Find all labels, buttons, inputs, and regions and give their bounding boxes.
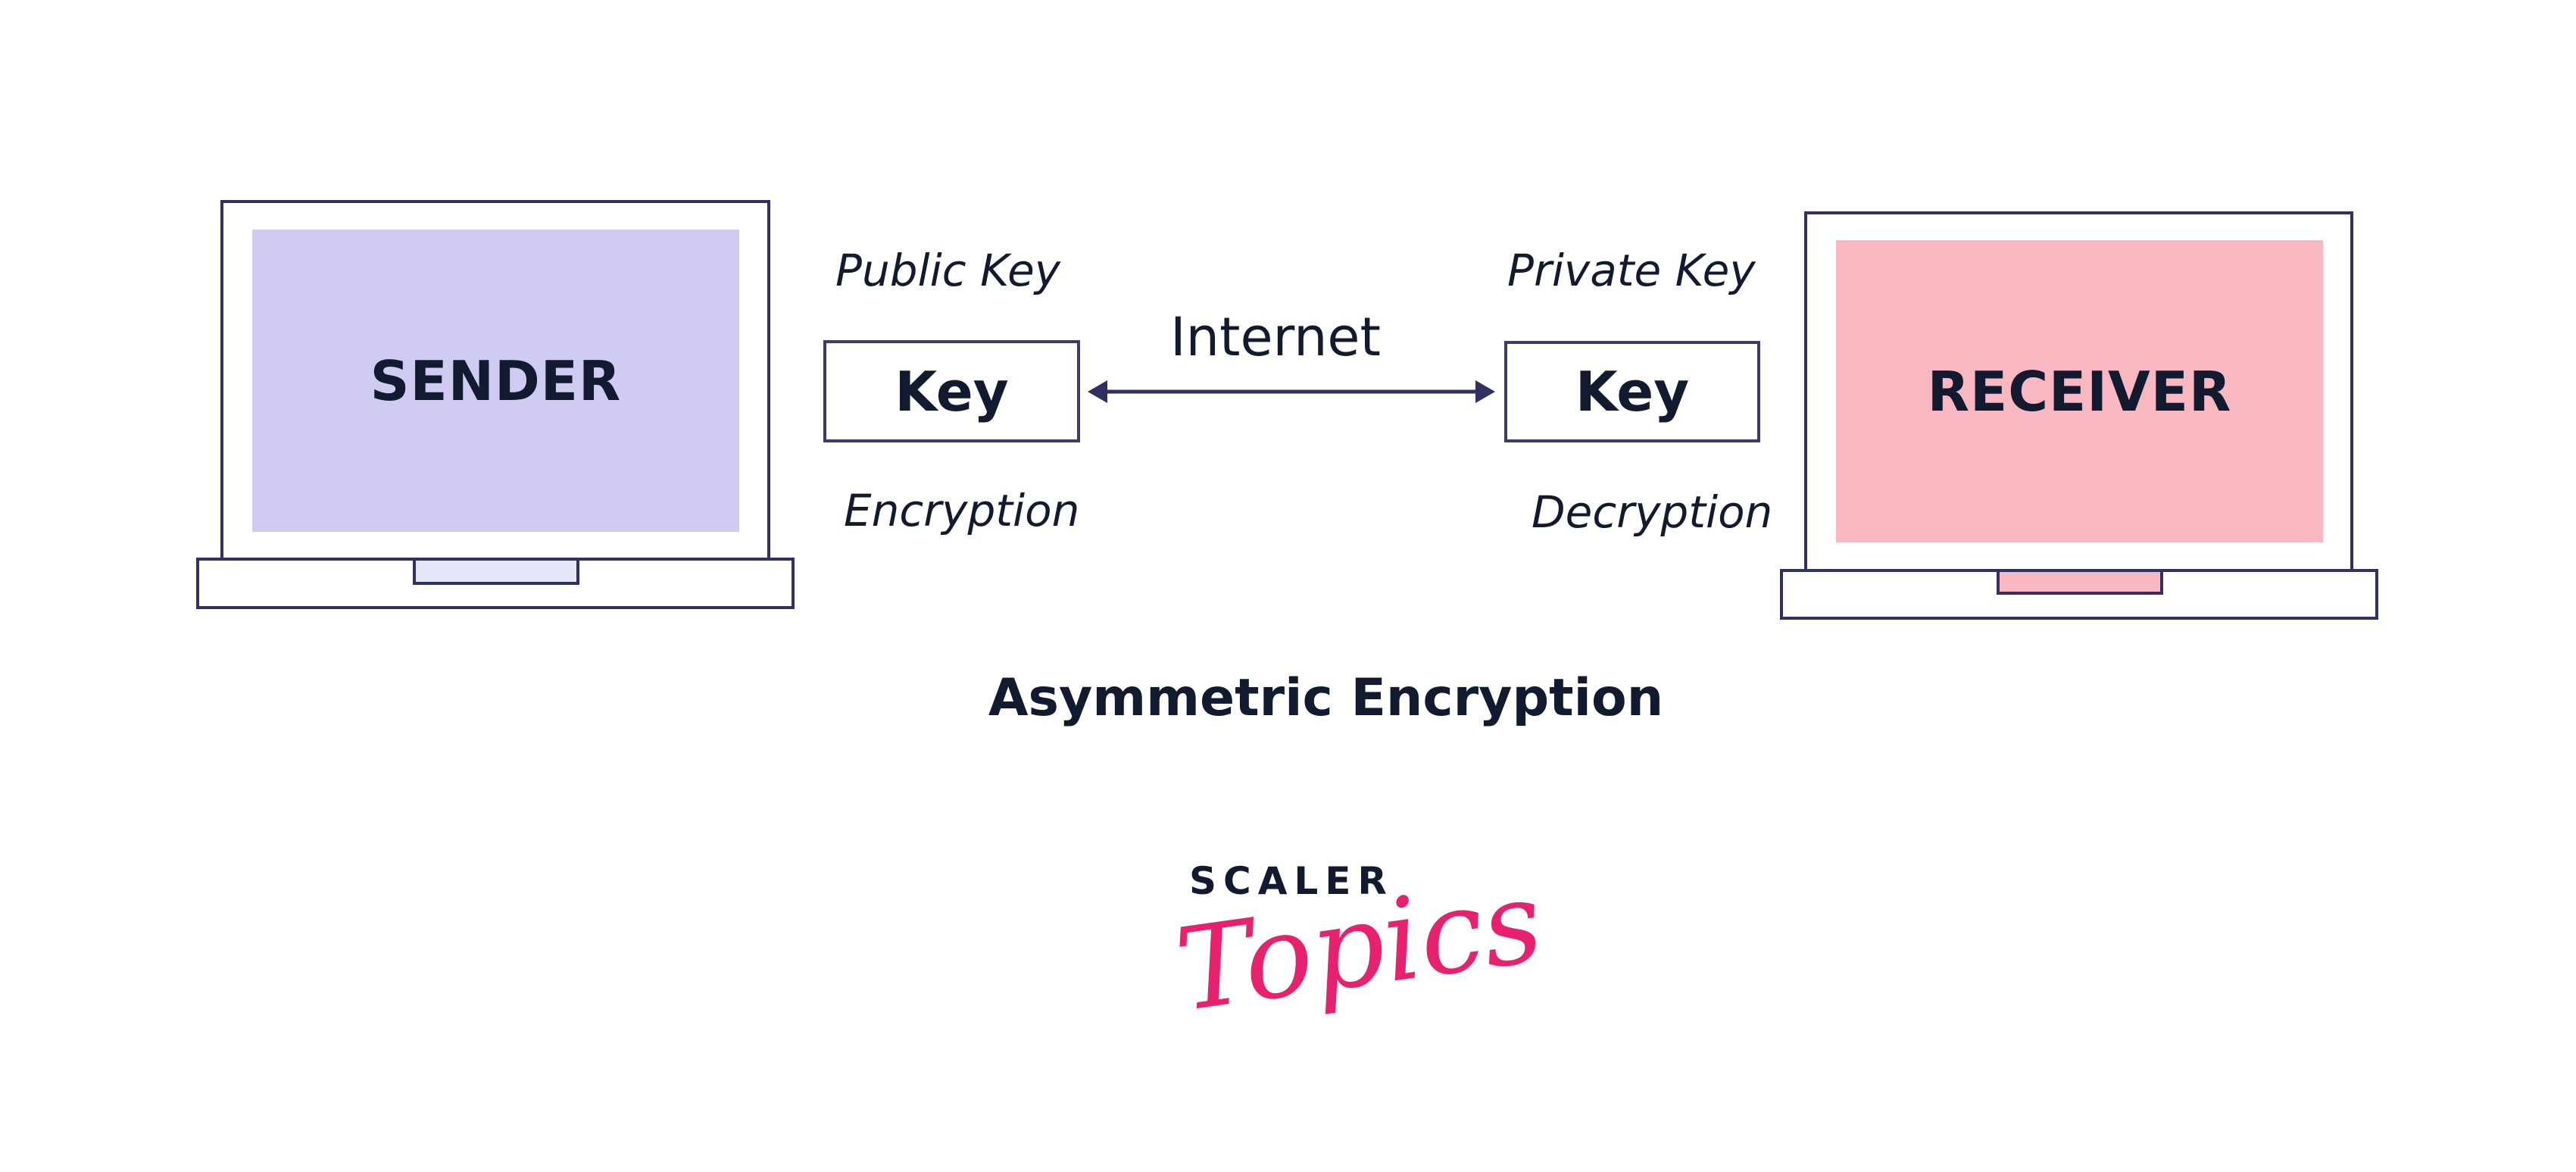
internet-label: Internet	[1170, 306, 1381, 368]
sender-key-label: Key	[895, 359, 1009, 423]
receiver-key-box: Key	[1504, 341, 1760, 442]
receiver-screen: RECEIVER	[1836, 240, 2323, 542]
arrow-head-left	[1088, 380, 1107, 403]
receiver-laptop-trackpad	[1997, 569, 2163, 595]
private-key-caption: Private Key	[1507, 245, 1756, 296]
diagram-title: Asymmetric Encryption	[988, 668, 1664, 728]
decryption-caption: Decryption	[1532, 486, 1773, 538]
internet-arrow	[1088, 380, 1495, 403]
sender-key-box: Key	[823, 340, 1080, 442]
brand-logo: SCALER Topics	[1169, 856, 1550, 1044]
receiver-label: RECEIVER	[1927, 359, 2232, 423]
sender-screen: SENDER	[252, 230, 739, 532]
sender-label: SENDER	[370, 348, 622, 413]
sender-laptop-trackpad	[413, 558, 579, 585]
diagram-title-wrap: Asymmetric Encryption	[0, 673, 2576, 724]
brand-name: SCALER	[1189, 859, 1394, 903]
arrow-head-right	[1475, 380, 1495, 403]
public-key-caption: Public Key	[835, 245, 1061, 296]
receiver-key-label: Key	[1575, 360, 1690, 423]
encryption-caption: Encryption	[844, 485, 1080, 536]
